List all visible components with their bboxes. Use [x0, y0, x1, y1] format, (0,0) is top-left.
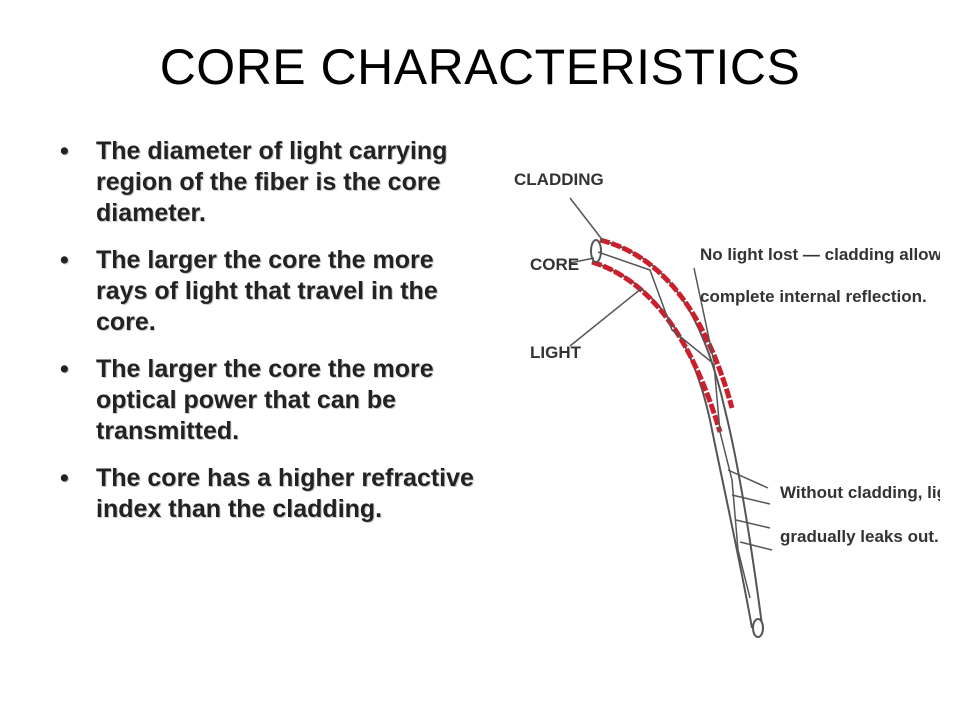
leak-ray — [731, 494, 771, 505]
bullet-item: • The diameter of light carrying region … — [58, 136, 478, 229]
light-ray — [597, 251, 751, 599]
no-loss-pointer — [693, 267, 715, 363]
bullet-glyph: • — [60, 355, 69, 383]
core-pointer — [569, 257, 595, 264]
bullet-glyph: • — [60, 464, 69, 492]
bullet-text: The larger the core the more rays of lig… — [96, 246, 438, 336]
leak-ray — [727, 469, 769, 489]
no-loss-label-line2: complete internal reflection. — [700, 287, 927, 306]
slide-title: CORE CHARACTERISTICS — [159, 39, 801, 95]
bullet-text: The diameter of light carrying region of… — [96, 137, 448, 227]
leak-label-line2: gradually leaks out. — [780, 527, 939, 546]
bullet-item: • The larger the core the more rays of l… — [58, 245, 478, 338]
bullet-item: • The larger the core the more optical p… — [58, 354, 478, 447]
cladding-inner — [591, 259, 723, 433]
no-loss-label-line1: No light lost — cladding allows — [700, 245, 940, 264]
core-label: CORE — [530, 255, 579, 274]
light-label: LIGHT — [530, 343, 582, 362]
bullet-glyph: • — [60, 137, 69, 165]
leak-ray — [739, 541, 773, 551]
bullet-list: • The diameter of light carrying region … — [58, 136, 478, 541]
light-pointer — [569, 287, 643, 347]
bullet-item: • The core has a higher refractive index… — [58, 463, 478, 525]
leak-ray — [735, 519, 771, 529]
bullet-text: The larger the core the more optical pow… — [96, 355, 434, 445]
leak-label-line1: Without cladding, light — [780, 483, 940, 502]
cladding-label: CLADDING — [514, 170, 604, 189]
fiber-diagram: CLADDING CORE LIGHT No light lost — clad… — [514, 170, 940, 638]
fiber-end-face — [590, 239, 602, 263]
bullet-text: The core has a higher refractive index t… — [96, 464, 474, 523]
cladding-outer — [599, 237, 735, 409]
fiber-inner-edge — [591, 261, 753, 629]
cladding-pointer — [569, 197, 605, 243]
fiber-far-end — [752, 618, 764, 638]
bullet-glyph: • — [60, 246, 69, 274]
